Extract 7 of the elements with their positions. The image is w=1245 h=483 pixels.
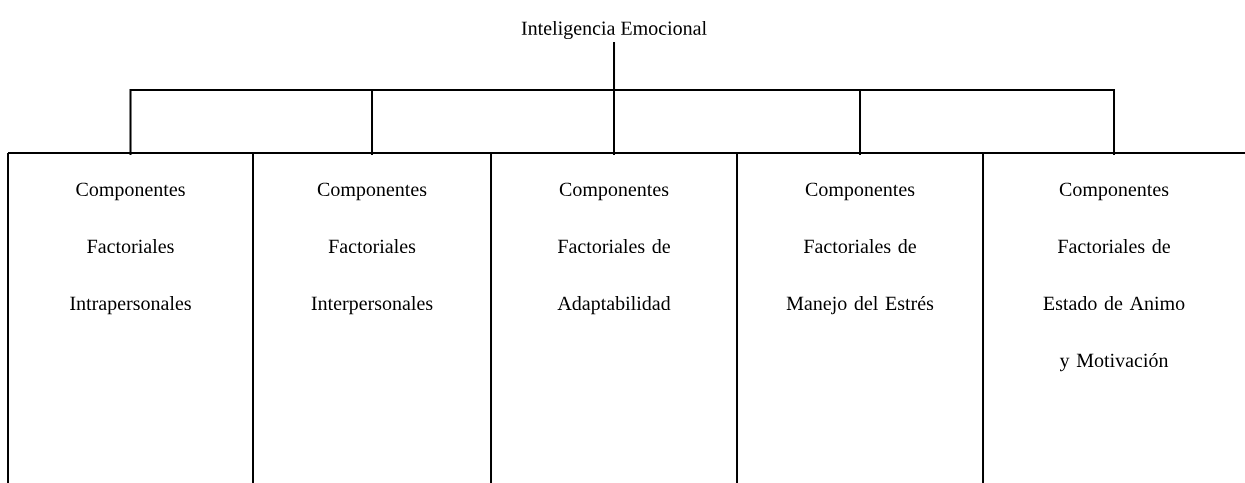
table-cell: Componentes Factoriales Interpersonales — [252, 152, 492, 483]
table-cell: Componentes Factoriales Intrapersonales — [7, 152, 254, 483]
table-cell: Componentes Factoriales de Estado de Animo y Motivación — [982, 152, 1245, 483]
table-cell: Componentes Factoriales de Manejo del Estrés — [736, 152, 984, 483]
title: Inteligencia Emocional — [521, 20, 707, 40]
connector-line — [613, 41, 1115, 156]
table-cell: Componentes Factoriales de Adaptabilidad — [490, 152, 738, 483]
